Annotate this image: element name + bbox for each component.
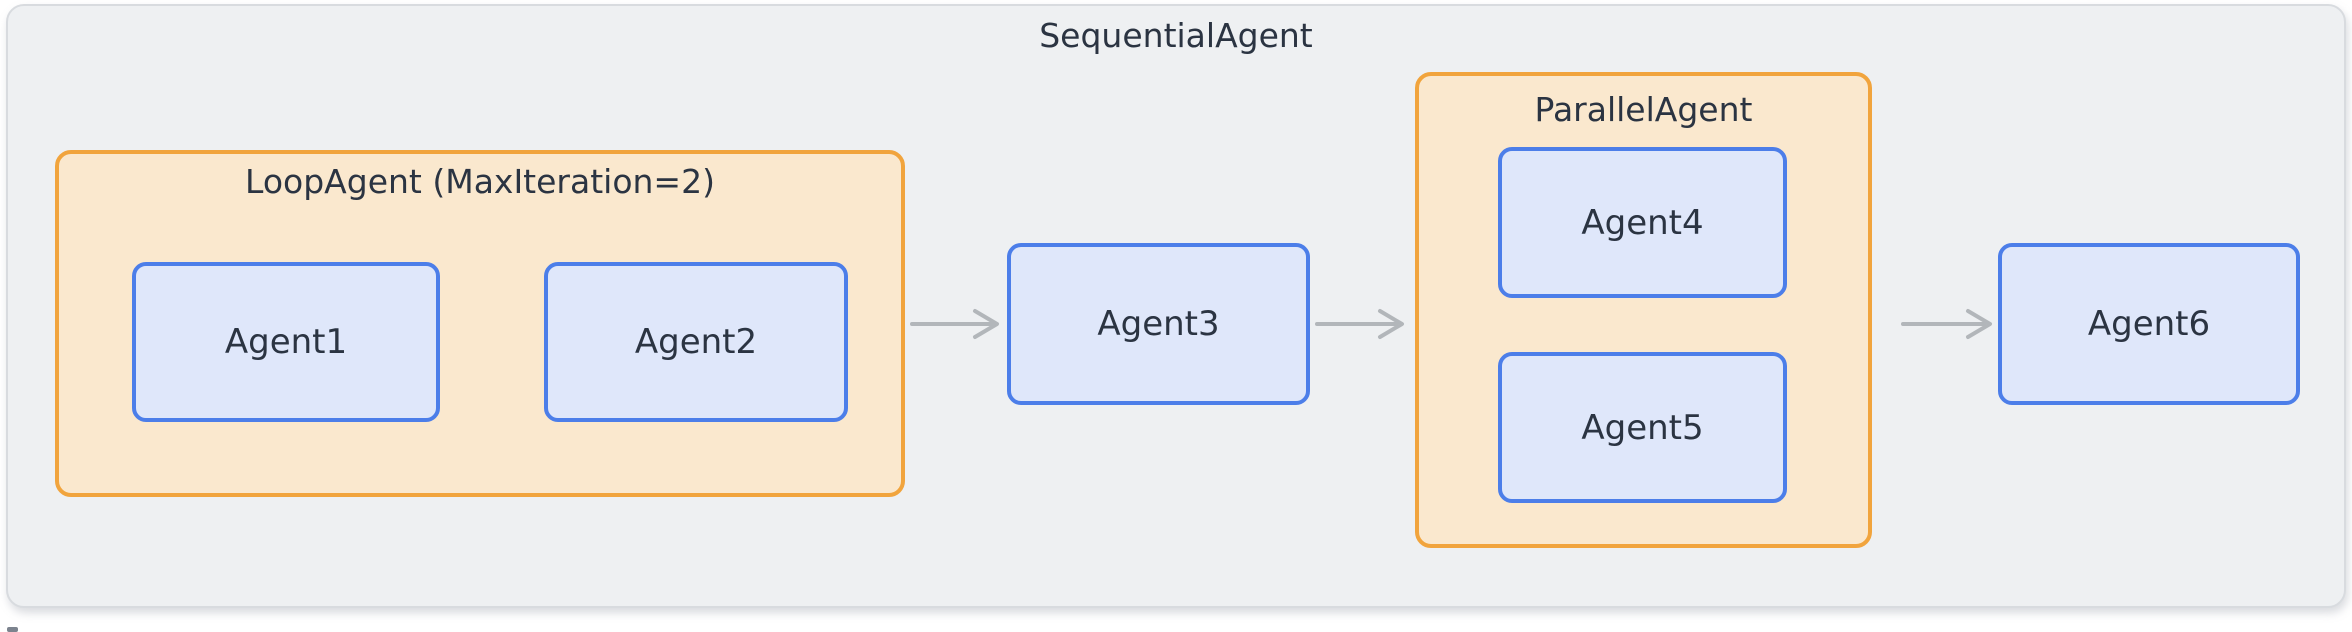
node-agent6: Agent6 [1998, 243, 2300, 405]
loop-agent-title: LoopAgent (MaxIteration=2) [245, 162, 715, 201]
node-agent5: Agent5 [1498, 352, 1787, 503]
node-agent2-label: Agent2 [634, 322, 758, 362]
node-agent5-label: Agent5 [1581, 407, 1704, 448]
node-agent4-label: Agent4 [1581, 202, 1704, 243]
node-agent3: Agent3 [1007, 243, 1310, 405]
node-agent2: Agent2 [544, 262, 848, 422]
parallel-agent-title: ParallelAgent [1534, 90, 1753, 129]
sequential-agent-title: SequentialAgent [1039, 16, 1313, 55]
node-agent6-label: Agent6 [2087, 304, 2211, 344]
node-agent1-label: Agent1 [224, 322, 348, 362]
bottom-left-speck [7, 627, 18, 632]
node-agent3-label: Agent3 [1097, 304, 1220, 344]
node-agent4: Agent4 [1498, 147, 1787, 298]
node-agent1: Agent1 [132, 262, 440, 422]
